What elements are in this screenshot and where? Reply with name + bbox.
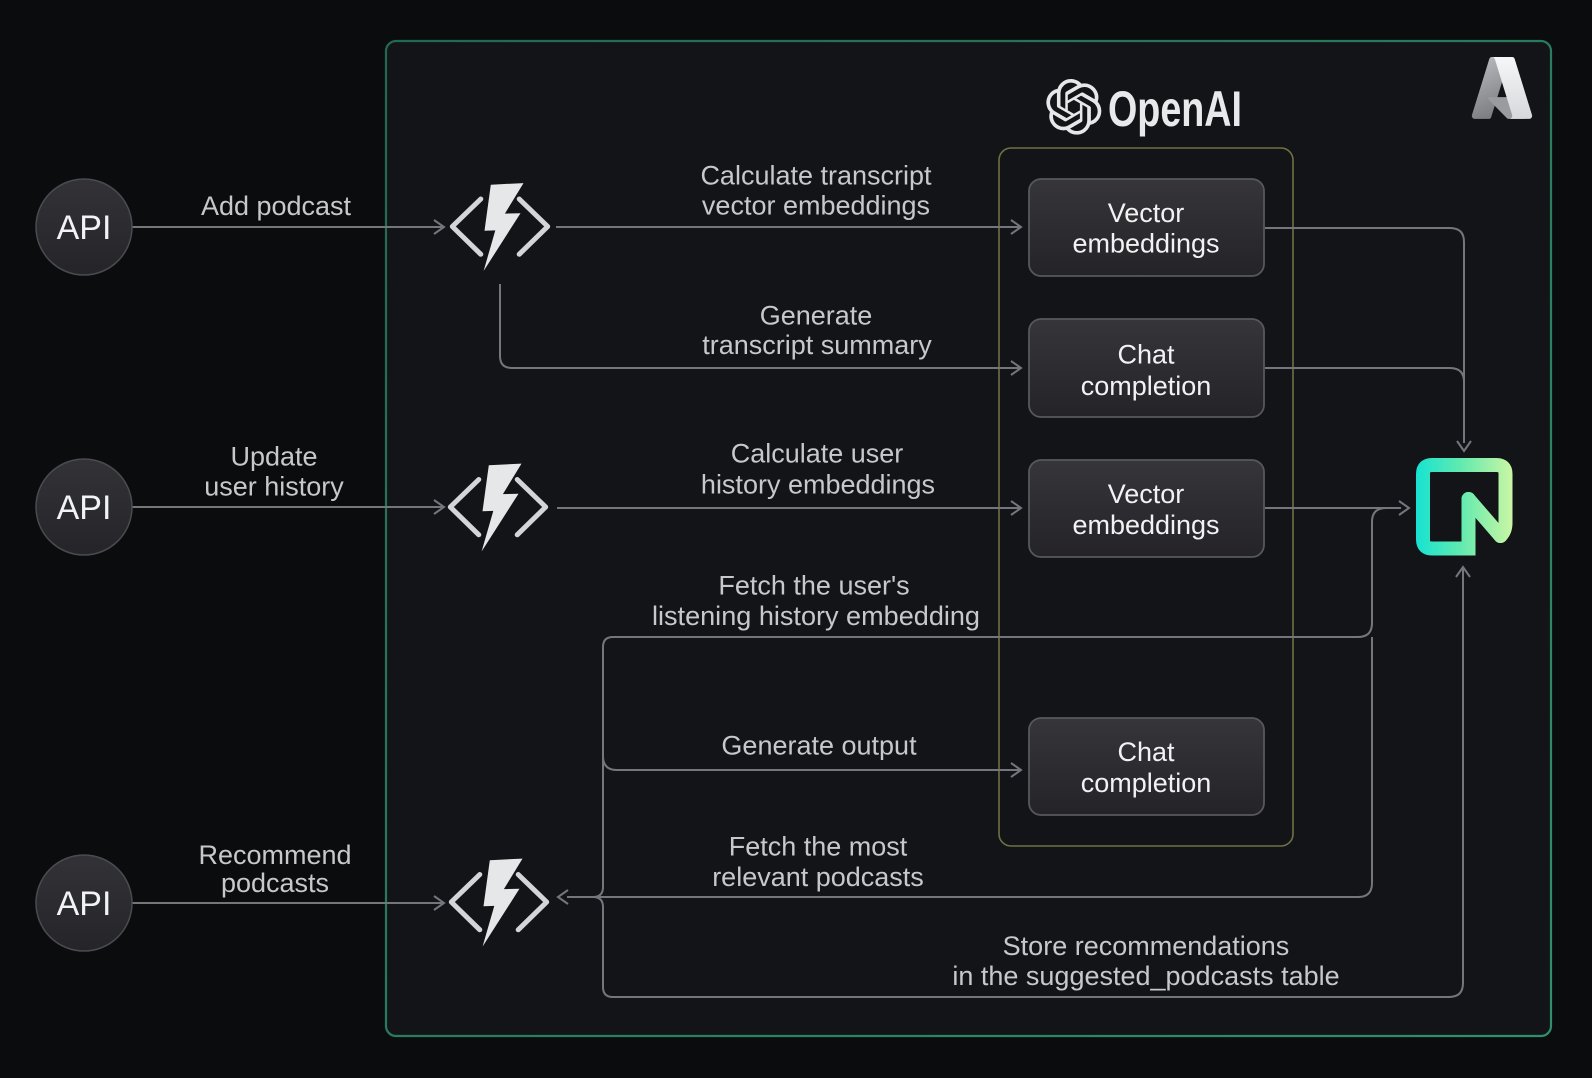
svg-text:completion: completion xyxy=(1081,768,1212,798)
svg-text:podcasts: podcasts xyxy=(221,868,329,898)
svg-text:Store recommendations: Store recommendations xyxy=(1003,931,1290,961)
svg-text:API: API xyxy=(57,209,112,247)
svg-text:Vector: Vector xyxy=(1108,479,1185,509)
svg-text:history embeddings: history embeddings xyxy=(701,470,935,500)
svg-text:listening history embedding: listening history embedding xyxy=(652,601,980,631)
svg-text:Generate: Generate xyxy=(760,301,873,331)
svg-text:transcript summary: transcript summary xyxy=(702,330,932,360)
svg-text:embeddings: embeddings xyxy=(1072,229,1219,259)
svg-text:Fetch the user's: Fetch the user's xyxy=(718,571,909,601)
svg-text:Calculate user: Calculate user xyxy=(731,439,904,469)
svg-text:OpenAI: OpenAI xyxy=(1108,81,1242,137)
svg-text:user history: user history xyxy=(204,472,344,502)
svg-text:API: API xyxy=(57,489,112,527)
svg-text:Update: Update xyxy=(230,442,317,472)
svg-text:Generate output: Generate output xyxy=(721,731,917,761)
svg-text:Chat: Chat xyxy=(1117,737,1175,767)
svg-text:Add podcast: Add podcast xyxy=(201,191,352,221)
svg-text:Recommend: Recommend xyxy=(198,840,351,870)
svg-text:relevant podcasts: relevant podcasts xyxy=(712,862,924,892)
svg-text:Vector: Vector xyxy=(1108,198,1185,228)
svg-text:Chat: Chat xyxy=(1117,340,1175,370)
svg-text:in the suggested_podcasts tabl: in the suggested_podcasts table xyxy=(952,961,1339,991)
svg-text:Calculate transcript: Calculate transcript xyxy=(700,161,932,191)
svg-text:completion: completion xyxy=(1081,371,1212,401)
svg-text:embeddings: embeddings xyxy=(1072,510,1219,540)
svg-text:Fetch the most: Fetch the most xyxy=(729,832,908,862)
svg-text:API: API xyxy=(57,885,112,923)
svg-text:vector embeddings: vector embeddings xyxy=(702,191,930,221)
